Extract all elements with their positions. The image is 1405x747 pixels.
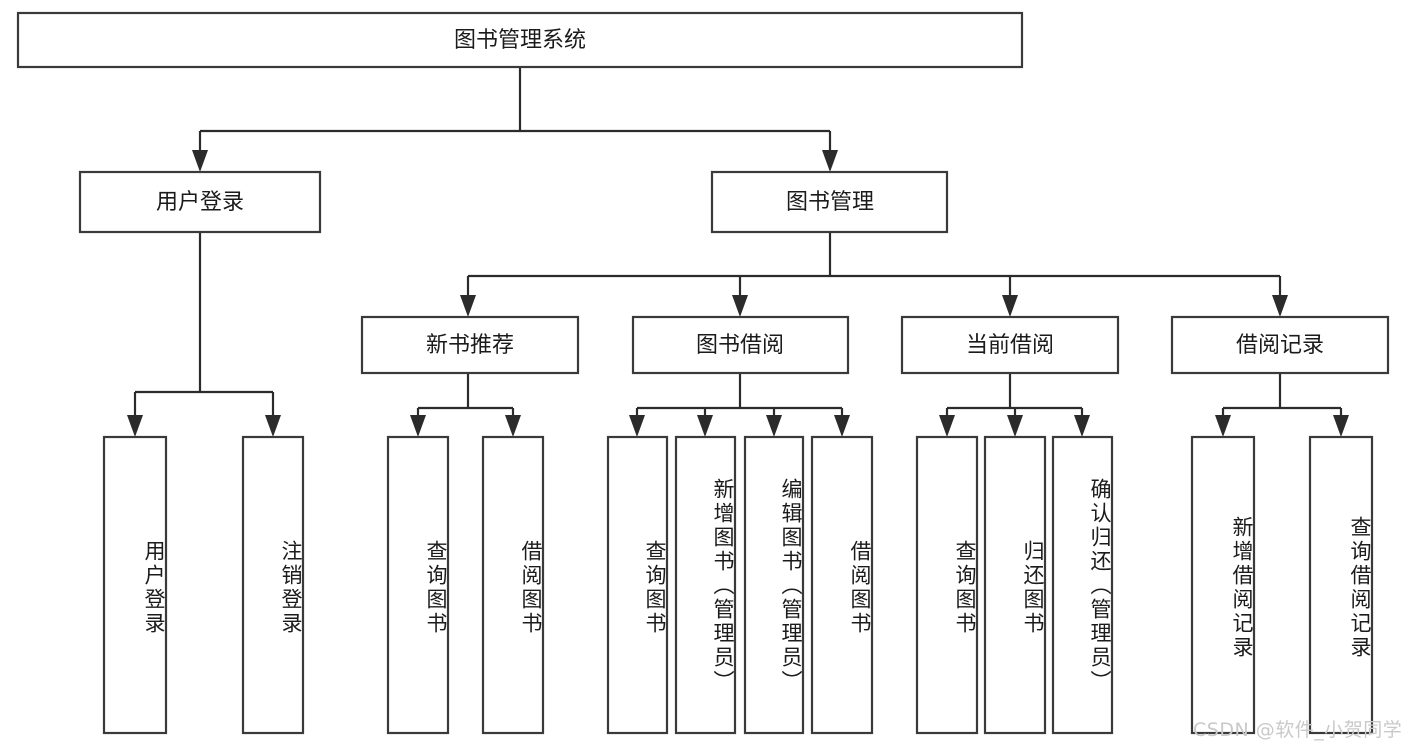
node-book-management-label: 图书管理 [786,190,874,215]
arrow-head-cb-leaf1 [939,415,955,437]
connector-group-root-to-level2 [192,67,838,172]
node-user-login-box[interactable] [78,170,322,234]
node-current-borrowing-label: 当前借阅 [966,333,1054,358]
arrow-head-br-leaf3 [766,415,782,437]
leaf-box-group [102,435,1374,735]
arrow-head-nb-leaf2 [505,415,521,437]
leaf-box-logout[interactable] [241,435,305,735]
leaf-box-query-book-br[interactable] [606,435,669,735]
node-current-borrowing-box[interactable] [900,315,1120,375]
connector-group-bookmgmt-to-level3 [460,232,1288,317]
arrow-head-borrow-record [1272,295,1288,317]
node-book-borrowing[interactable]: 图书借阅 [631,315,850,375]
node-book-borrowing-box[interactable] [631,315,850,375]
leaf-box-query-borrow-record[interactable] [1308,435,1374,735]
leaf-box-query-book-cb[interactable] [915,435,979,735]
leaf-box-user-login[interactable] [102,435,168,735]
arrow-head-br-leaf2 [697,415,713,437]
arrow-head-leaf-user-login [127,415,143,437]
node-new-book-recommendation-box[interactable] [360,315,580,375]
node-new-book-recommendation-label: 新书推荐 [426,333,514,358]
node-root-label: 图书管理系统 [454,28,586,53]
node-root-book-management-system[interactable]: 图书管理系统 [16,11,1024,69]
arrow-head-borrow [732,295,748,317]
node-book-management[interactable]: 图书管理 [710,170,949,234]
arrow-head-rec-leaf2 [1333,415,1349,437]
connector-group-borrow-to-leaves [629,373,850,437]
arrow-head-nb-leaf1 [410,415,426,437]
node-user-login-label: 用户登录 [156,190,244,215]
arrow-head-leaf-logout [265,415,281,437]
arrow-head-br-leaf1 [629,415,645,437]
arrow-head-current-borrow [1002,295,1018,317]
arrow-head-cb-leaf2 [1007,415,1023,437]
leaf-box-add-borrow-record[interactable] [1190,435,1256,735]
leaf-box-add-book-admin[interactable] [674,435,737,735]
arrow-head-new-book [460,295,476,317]
node-borrowing-record[interactable]: 借阅记录 [1170,315,1390,375]
node-borrowing-record-box[interactable] [1170,315,1390,375]
arrow-head-cb-leaf3 [1074,415,1090,437]
node-borrowing-record-label: 借阅记录 [1236,333,1324,358]
node-user-login[interactable]: 用户登录 [78,170,322,234]
node-new-book-recommendation[interactable]: 新书推荐 [360,315,580,375]
arrow-head-br-leaf4 [834,415,850,437]
connector-group-currentborrow-to-leaves [939,373,1090,437]
arrow-head-user-login [192,150,208,172]
leaf-box-borrow-book-nb[interactable] [481,435,545,735]
node-root-box[interactable] [16,11,1024,69]
leaf-box-query-book-nb[interactable] [386,435,450,735]
connector-group-userlogin-to-leaves [127,232,281,437]
connector-group-borrowrecord-to-leaves [1215,373,1349,437]
node-current-borrowing[interactable]: 当前借阅 [900,315,1120,375]
leaf-box-return-book[interactable] [983,435,1047,735]
node-book-management-box[interactable] [710,170,949,234]
connector-group-newbook-to-leaves [410,373,521,437]
leaf-box-confirm-return-admin[interactable] [1051,435,1114,735]
node-book-borrowing-label: 图书借阅 [696,333,784,358]
arrow-head-rec-leaf1 [1215,415,1231,437]
leaf-box-borrow-book-br[interactable] [810,435,874,735]
csdn-watermark: CSDN @软件_小贺同学 [1193,719,1403,741]
arrow-head-book-mgmt [822,150,838,172]
leaf-box-edit-book-admin[interactable] [743,435,805,735]
